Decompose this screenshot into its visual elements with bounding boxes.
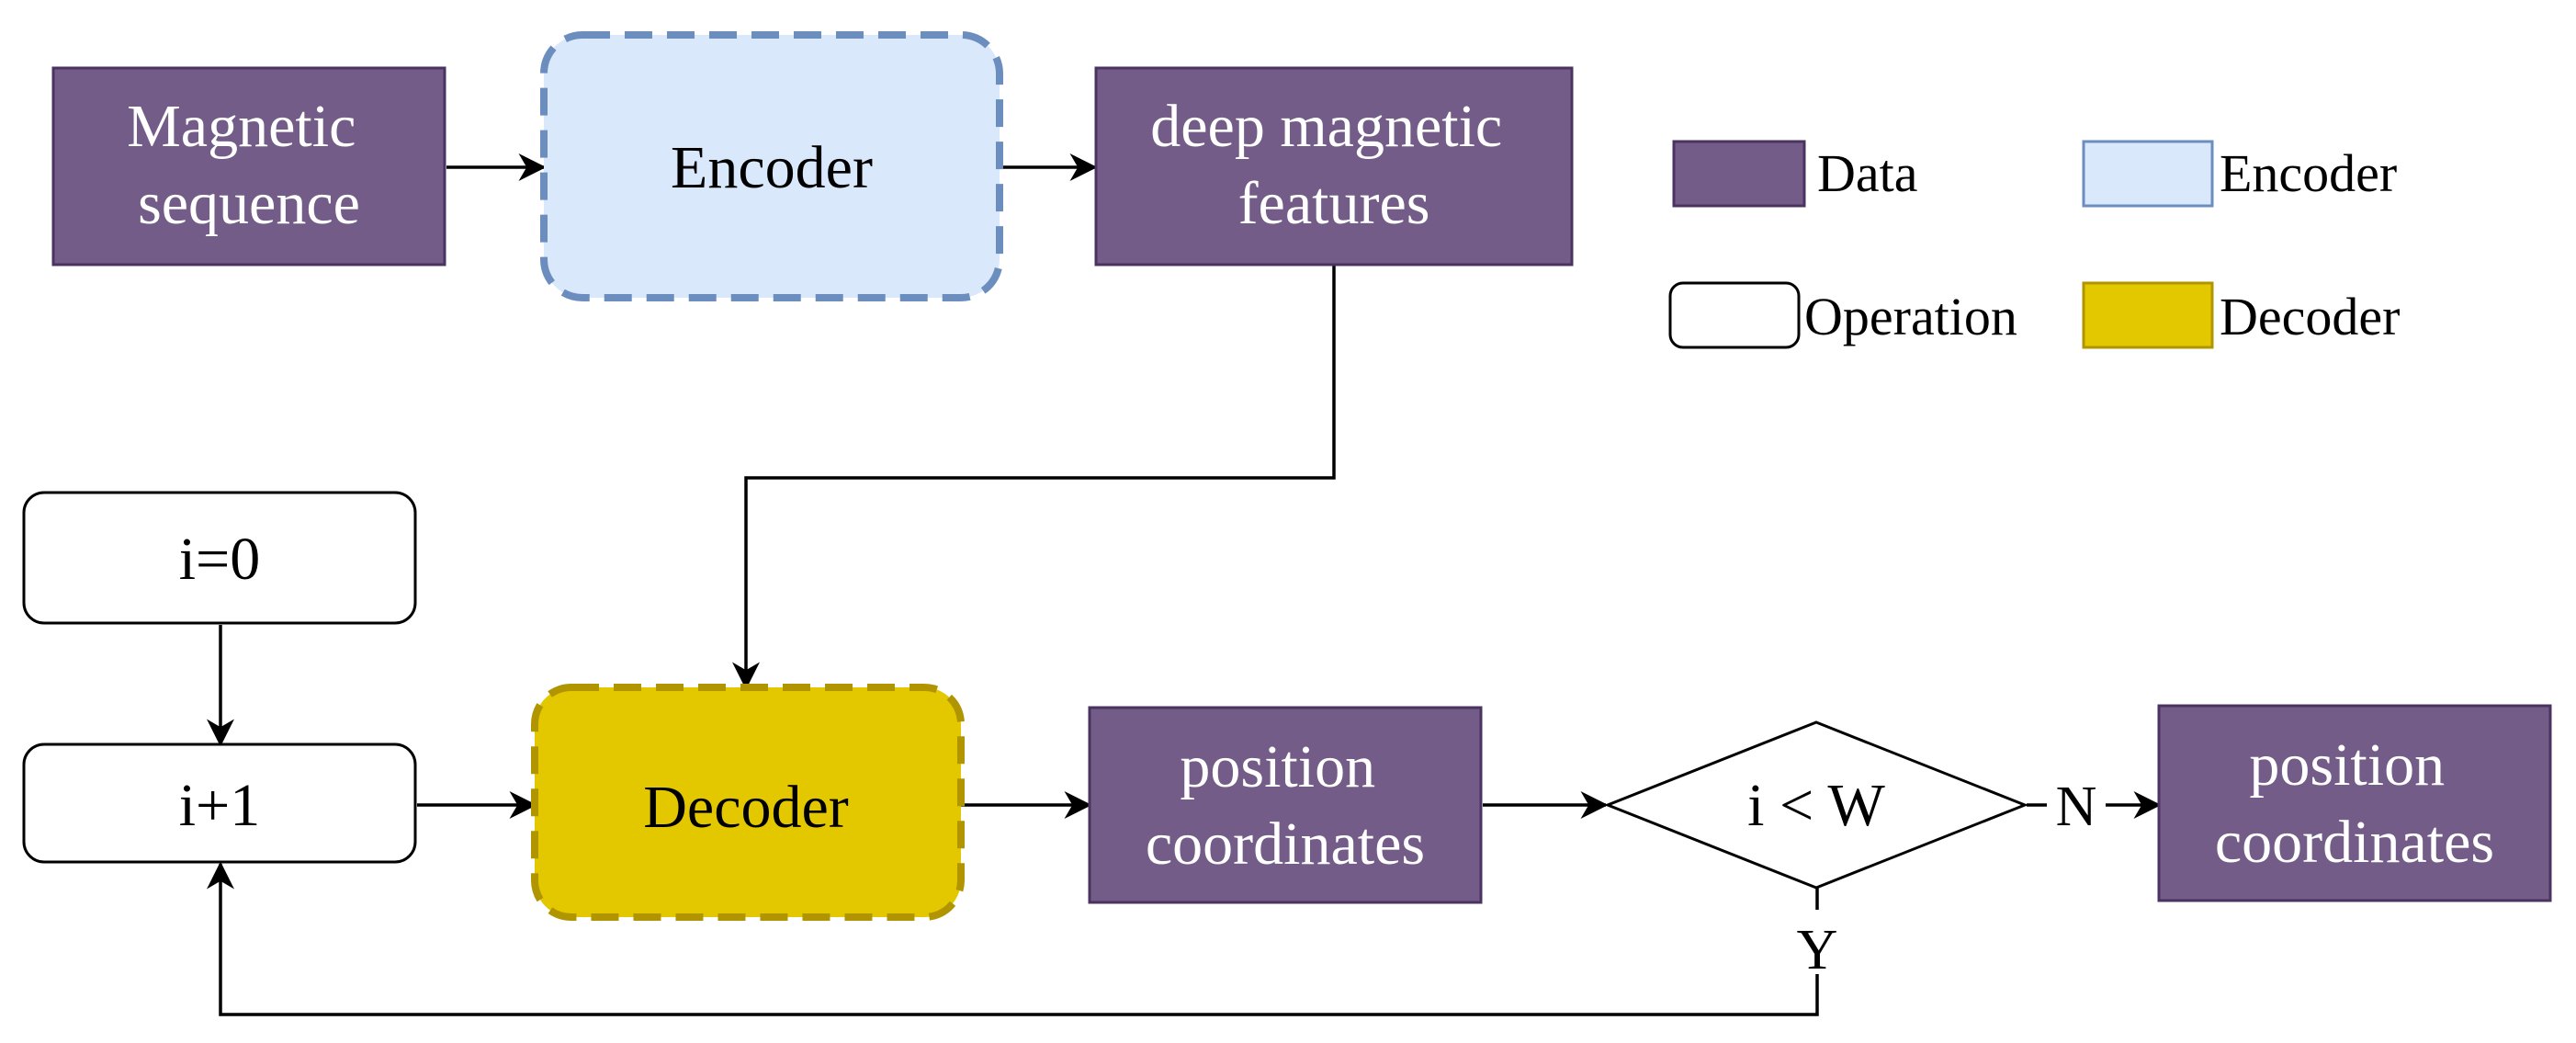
branch-label-yes: Y	[1797, 919, 1838, 981]
increment-label: i+1	[179, 772, 261, 839]
node-init: i=0	[22, 491, 417, 625]
init-box	[22, 491, 417, 625]
increment-box	[22, 743, 417, 864]
legend-item-encoder: Encoder	[2082, 140, 2397, 208]
condition-label: i < W	[1747, 772, 1885, 839]
node-increment: i+1	[22, 743, 417, 864]
legend-item-data: Data	[1672, 140, 1918, 208]
magnetic-sequence-box	[51, 66, 446, 266]
encoder-box	[540, 31, 1003, 301]
legend-item-decoder: Decoder	[2082, 281, 2400, 349]
node-encoder: Encoder	[540, 31, 1003, 301]
node-position-output: position coordinates	[2157, 704, 2552, 902]
legend-label-encoder: Encoder	[2220, 143, 2397, 203]
legend-label-decoder: Decoder	[2220, 287, 2400, 346]
node-condition: i < W	[1603, 720, 2029, 890]
legend-swatch-decoder	[2082, 281, 2214, 349]
legend-label-operation: Operation	[1804, 287, 2017, 346]
arrow-features-to-decoder	[732, 265, 1336, 690]
condition-diamond	[1603, 720, 2029, 890]
legend-item-operation: Operation	[1668, 281, 2017, 349]
position-output-label: position coordinates	[2215, 731, 2494, 876]
arrow-yes-loop-to-increment	[207, 861, 1819, 1016]
node-magnetic-sequence: Magnetic sequence	[51, 66, 446, 266]
position-output-box	[2157, 704, 2552, 902]
node-decoder: Decoder	[531, 684, 965, 921]
legend-label-data: Data	[1817, 143, 1918, 203]
legend: Data Encoder Operation Decoder	[1668, 140, 2400, 349]
node-deep-features: deep magnetic features	[1094, 66, 1574, 266]
decoder-label: Decoder	[643, 774, 849, 841]
branch-label-no: N	[2056, 776, 2097, 838]
decoder-box	[531, 684, 965, 921]
encoder-label: Encoder	[671, 134, 873, 201]
deep-features-box	[1094, 66, 1574, 266]
magnetic-sequence-label: Magnetic sequence	[127, 93, 371, 237]
connectors	[207, 153, 2162, 1016]
position-mid-label: position coordinates	[1146, 733, 1425, 878]
node-position-mid: position coordinates	[1088, 706, 1483, 904]
position-mid-box	[1088, 706, 1483, 904]
legend-swatch-data	[1672, 140, 1806, 208]
init-label: i=0	[179, 526, 261, 593]
legend-swatch-operation	[1668, 281, 1801, 349]
legend-swatch-encoder	[2082, 140, 2214, 208]
deep-features-label: deep magnetic features	[1150, 93, 1517, 237]
